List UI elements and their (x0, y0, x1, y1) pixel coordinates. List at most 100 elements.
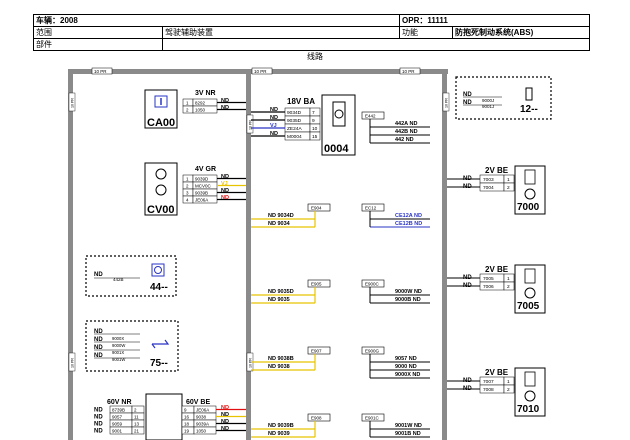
ca00-wire-label: ND (221, 105, 229, 111)
c60v-pin-code: 9059 (112, 422, 123, 427)
side-rail-tag (68, 92, 76, 112)
rail-label-top-left: 10 PR (94, 69, 107, 74)
c0004-wire-label: VJ (270, 123, 277, 129)
c0004-pin-num: 9 (312, 118, 315, 124)
ca00-pin-code: 1050 (195, 107, 206, 112)
part-value (162, 38, 590, 51)
ec12-wire-label: CE12A ND (395, 213, 422, 219)
c60vbe-pin-code: 9038 (196, 415, 207, 420)
c75-icon (151, 339, 170, 349)
c75-code: 9000W (112, 343, 125, 348)
e901c-id: E901C (365, 416, 380, 421)
c7000-pin-num: 1 (507, 177, 510, 183)
c7000-icon-ring (524, 188, 536, 200)
e907-box (307, 346, 331, 355)
cv00-connector-label: 4V GR (195, 166, 216, 173)
ec12-wire-label: CE12B ND (395, 221, 422, 227)
c60v-pin-code: 8739B (112, 408, 125, 413)
ec12-id: EC12 (365, 206, 377, 211)
e900g-wire-label: 9057 ND (395, 356, 417, 362)
c7005-pin-cell (503, 281, 515, 291)
ca00-pin-num: 1 (186, 100, 189, 105)
c60vbe-pin-num: 19 (184, 429, 190, 434)
rail-label-top-mid-box (251, 67, 273, 75)
c0004-wire-label: ND (270, 107, 278, 113)
c44-icon (151, 263, 165, 277)
c60vbe-pin-num: 9 (184, 408, 187, 413)
c60vbe-wire-label: ND (221, 412, 229, 418)
c60vbe-pin-code: 9039A (196, 422, 209, 427)
ca00-wire-label: ND (221, 98, 229, 104)
c75-code: 9001W (112, 357, 125, 362)
c7010-icon (524, 371, 536, 387)
middle-rail (246, 69, 251, 440)
cv00-pin-code: 9039D (195, 176, 209, 181)
e900g-wire-label: 9000X ND (395, 372, 420, 378)
c75-wire-label: ND (94, 345, 103, 351)
part-label: 部件 (33, 38, 163, 51)
right-rail (442, 69, 447, 440)
e442-box (361, 111, 385, 120)
c7005-pin-num: 1 (507, 276, 510, 282)
c75-wire-label: ND (94, 337, 103, 343)
c7000-connector-label: 2V BE (485, 166, 509, 175)
c7010-connector-label: 2V BE (485, 368, 509, 377)
c12-wire-label: ND (463, 92, 472, 98)
rail-label-top-right: 10 PR (402, 69, 415, 74)
c7000-id: 7000 (517, 202, 540, 213)
c7010-pin-num: 2 (507, 387, 510, 393)
side-rail-label: 10 PR (249, 358, 253, 368)
c44-code: 442B (113, 277, 124, 282)
e900c-box (361, 279, 385, 288)
c0004-wire-label: ND (270, 131, 278, 137)
c0004-pin-code: 9035D (287, 118, 302, 124)
c12-id: 12-- (520, 104, 538, 115)
e442-wire-label: 442A ND (395, 121, 417, 127)
c0004-pin-code: ZE24A (287, 126, 302, 132)
e905-box (307, 279, 331, 288)
e900c-wire-label: 9000W ND (395, 289, 422, 295)
c60-body (145, 393, 183, 440)
e908-id: E908 (311, 416, 322, 421)
cv00-id: CV00 (147, 204, 175, 216)
ca00-connector-label: 3V NR (195, 90, 216, 97)
side-rail-tag (442, 92, 450, 112)
c60v-pin-num: 21 (134, 429, 140, 434)
c0004-icon-dial (334, 109, 344, 119)
rail-label-top-right-box (399, 67, 421, 75)
c60v-connector-label: 60V NR (107, 399, 132, 406)
c60v-pin-num: 2 (134, 408, 137, 413)
c7000-pin-code: 7003 (483, 177, 494, 183)
c60vbe-wire-label: ND (221, 405, 229, 411)
c60vbe-pin-code: 1050 (196, 429, 207, 434)
e900c-wire-label: 9000B ND (395, 297, 421, 303)
e908-wire-label: ND 9039 (268, 431, 290, 437)
c60v-wire-label: ND (94, 429, 103, 435)
header-table: 车辆：2008 OPR：11111 范围 驾驶辅助装置 功能 防抱死制动系统(A… (32, 14, 590, 51)
e901c-wire-label: 9001B ND (395, 431, 421, 437)
e905-wire-label: ND 9035D (268, 289, 294, 295)
c60v-pin-cell (131, 426, 145, 435)
left-rail (68, 69, 73, 440)
c0004-pin-cell (309, 131, 321, 141)
e908-wire-label: ND 9039B (268, 423, 294, 429)
c7000-pin-code: 7004 (483, 185, 494, 191)
c0004-pin-num: 10 (312, 126, 318, 132)
side-rail-tag (246, 114, 254, 134)
c60v-pin-code: 9057 (112, 415, 123, 420)
side-rail-tag (68, 352, 76, 372)
c60v-pin-num: 11 (134, 415, 139, 420)
c0004-icon (332, 101, 346, 127)
e442-wire-label: 442 ND (395, 137, 414, 143)
cv00-pin-num: 1 (186, 176, 189, 181)
c0004-connector-label: 18V BA (287, 97, 315, 106)
c7000-pin-num: 2 (507, 185, 510, 191)
e904-wire-label: ND 9034 (268, 221, 291, 227)
cv00-pin-num: 4 (186, 197, 189, 202)
c7005-icon-ring (524, 287, 536, 299)
c75-wire-label: ND (94, 353, 103, 359)
c75-wire-label: ND (94, 329, 103, 335)
cv00-icon-2 (155, 184, 167, 196)
c12-code: 9000J (482, 98, 494, 103)
